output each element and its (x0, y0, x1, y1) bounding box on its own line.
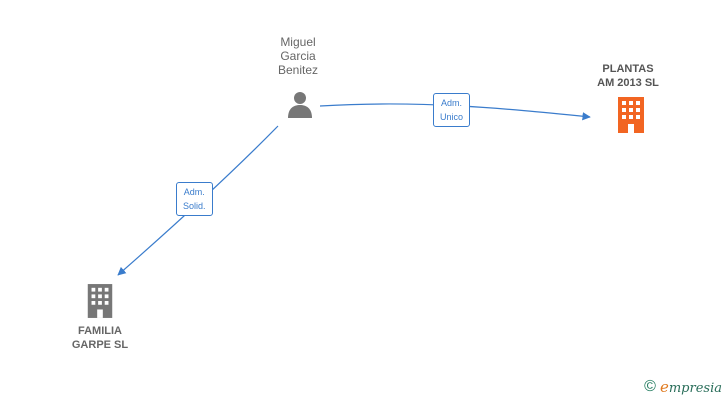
building-icon[interactable] (84, 284, 116, 318)
plantas-company-name[interactable]: PLANTAS AM 2013 SL (597, 63, 659, 89)
brand-logo: empresia (659, 378, 722, 396)
person-icon[interactable] (286, 90, 314, 118)
familia-company-name[interactable]: FAMILIA GARPE SL (71, 325, 129, 351)
edge-label-adm-unico[interactable]: Adm. Unico (433, 93, 471, 127)
edge-label-adm-solid[interactable]: Adm. Solid. (176, 182, 213, 216)
copyright-icon: © (644, 378, 656, 395)
person-name[interactable]: Miguel Garcia Benitez (277, 35, 319, 77)
building-icon[interactable] (614, 97, 648, 133)
brand-footer[interactable]: © empresia (644, 378, 722, 396)
